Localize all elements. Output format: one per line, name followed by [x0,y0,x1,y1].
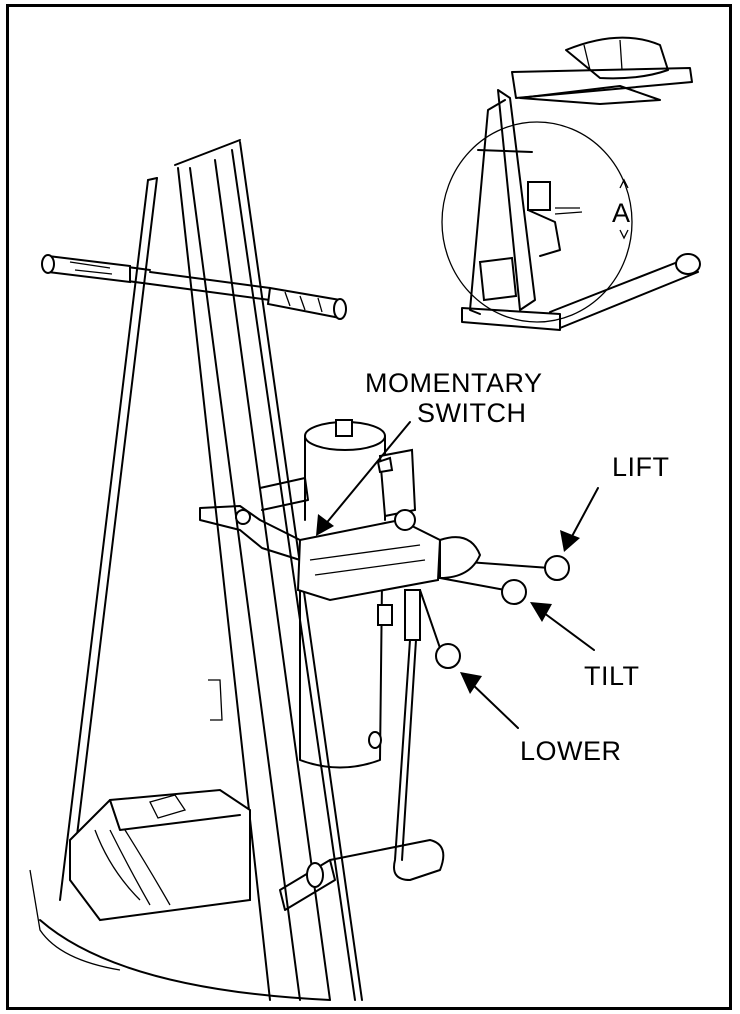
lower-label: LOWER [520,736,622,766]
lower-knob[interactable] [435,643,461,669]
battery-box [29,788,251,971]
callout-arrows [316,421,599,729]
tilt-knob[interactable] [501,579,527,605]
momentary-switch-label-line1: MOMENTARY [365,368,543,398]
handle-bar [41,254,347,320]
detail-boundary-arc [39,919,331,1001]
momentary-switch-label-line2: SWITCH [417,398,526,428]
inset-overview: A [441,36,701,331]
lower-arrow [469,681,519,729]
pump-motor [296,419,570,881]
lift-label: LIFT [612,452,670,482]
lift-arrow [569,487,599,541]
lift-knob[interactable] [544,555,570,581]
tilt-arrow [539,609,595,651]
bracket-bolt [306,862,324,888]
lower-bracket [279,859,336,911]
mounting-bracket [199,477,309,561]
detail-marker-label: A [612,198,631,228]
tilt-label: TILT [584,661,640,691]
momentary-switch-arrow [323,421,411,527]
